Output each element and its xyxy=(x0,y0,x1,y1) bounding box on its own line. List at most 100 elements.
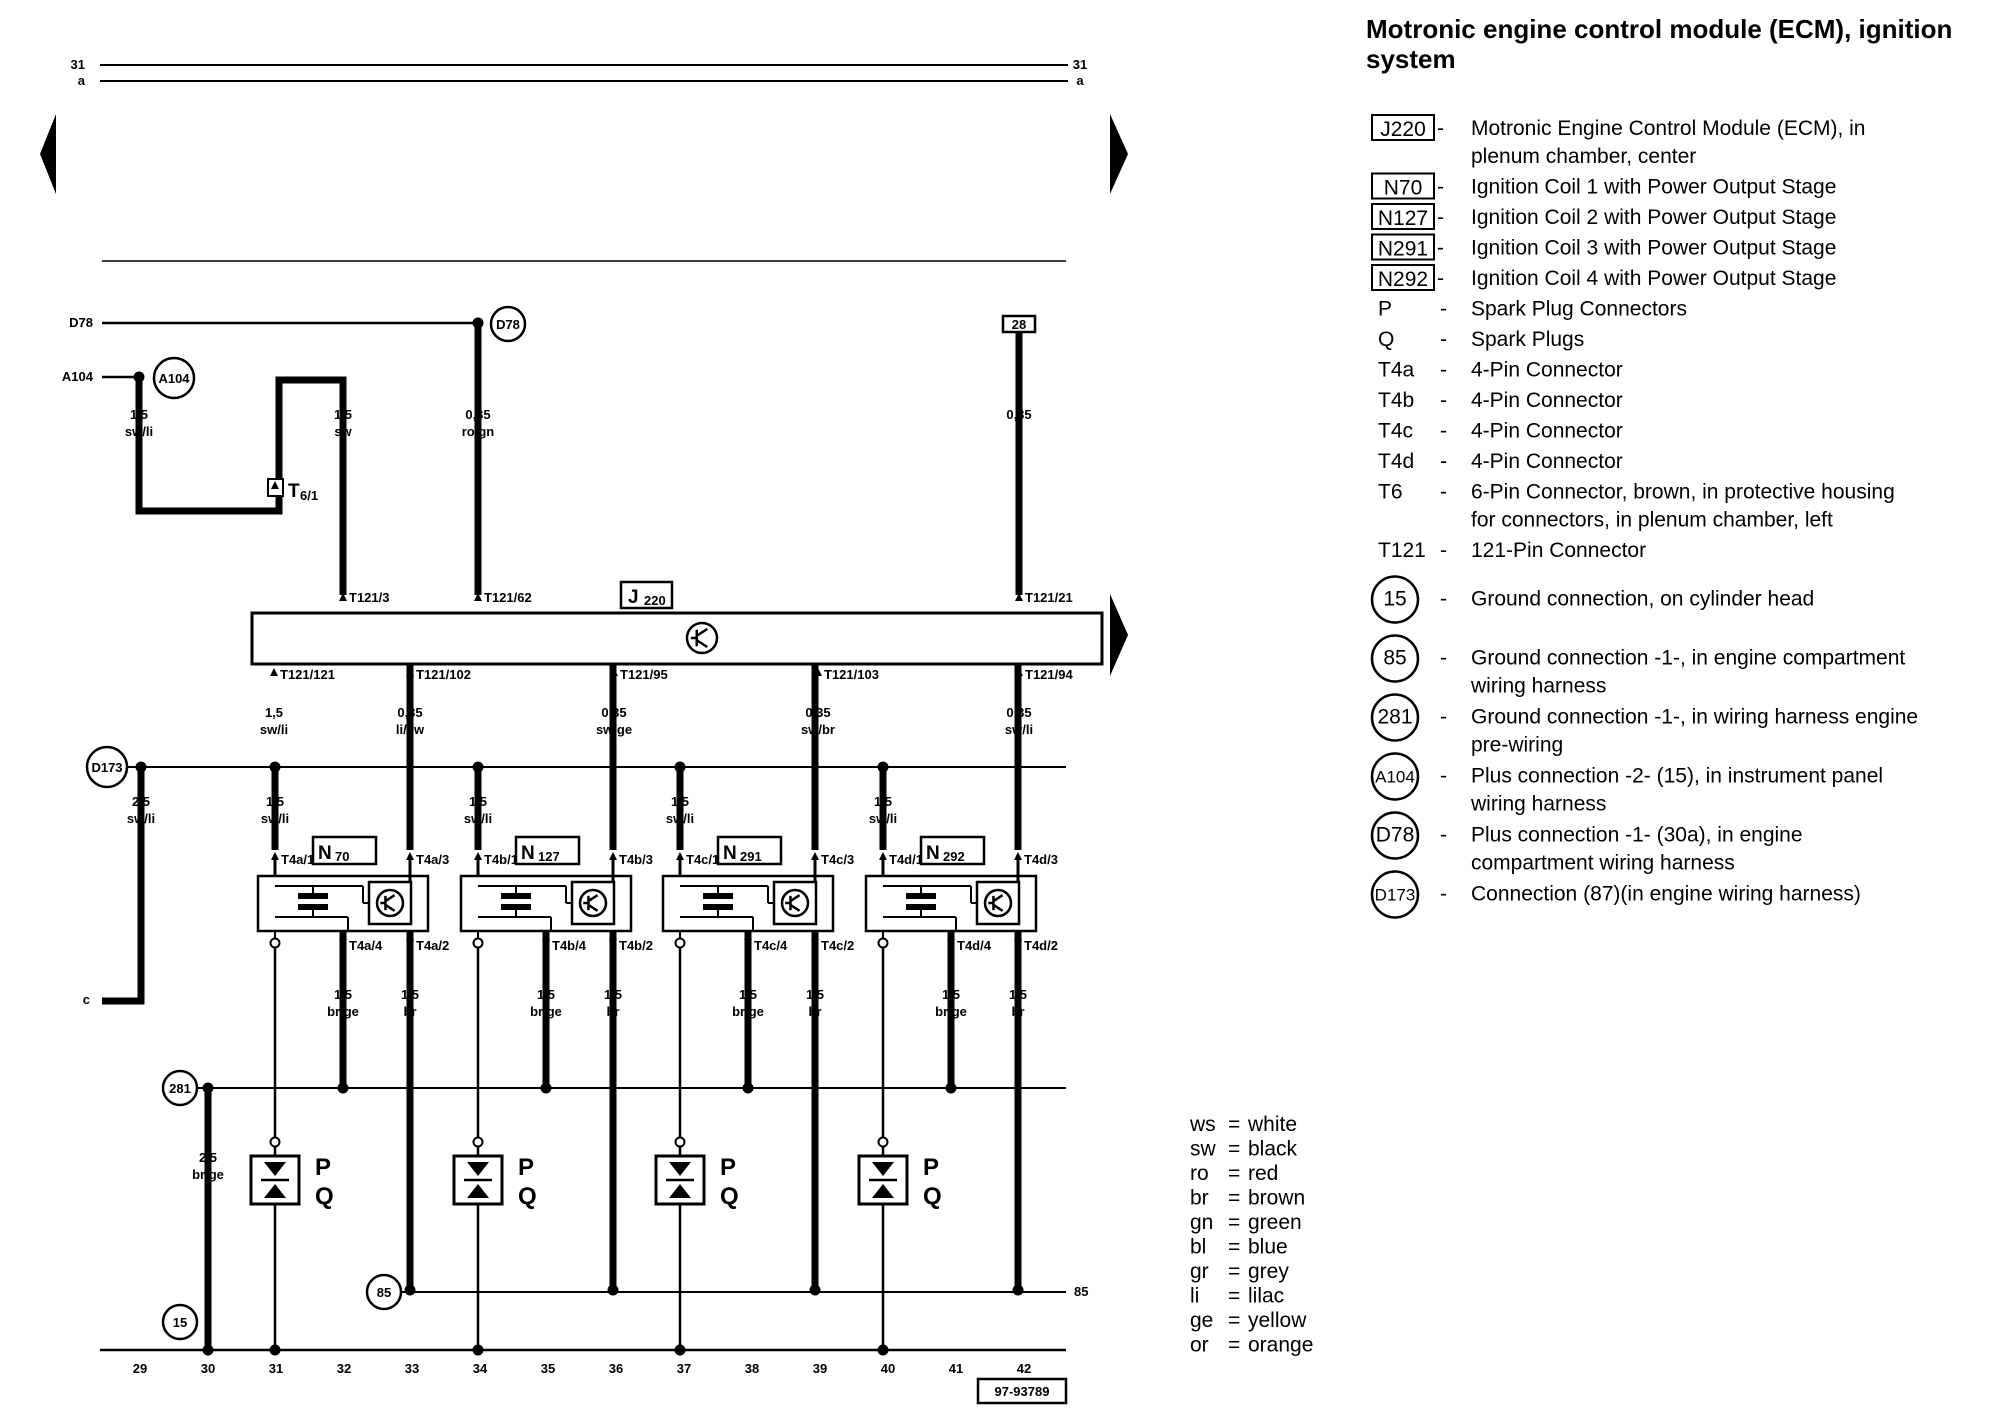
coil-pin-label: T4c/1 xyxy=(686,852,719,867)
wire-color: sw/li xyxy=(869,811,897,826)
wire-color: li xyxy=(1015,424,1022,439)
junction-ground-bus xyxy=(202,1344,214,1356)
wire-color: sw/li xyxy=(464,811,492,826)
ecm-label-sub: 220 xyxy=(644,593,666,608)
wire-size: 1,5 xyxy=(265,705,283,720)
legend-description: 4-Pin Connector xyxy=(1471,389,1623,412)
spark-plug-connector-label: P xyxy=(720,1154,736,1181)
legend-code-circle xyxy=(1370,752,1420,801)
coil-winding xyxy=(906,893,936,899)
spark-plug-connector-icon xyxy=(467,1162,489,1176)
legend-item: N127-Ignition Coil 2 with Power Output S… xyxy=(1371,203,1836,230)
coil-winding xyxy=(703,893,733,899)
legend-item: T4d-4-Pin Connector xyxy=(1378,450,1623,473)
transistor-icon xyxy=(375,888,405,918)
coil-pin-arrow-icon xyxy=(1014,932,1022,940)
color-key-eq: = xyxy=(1228,1236,1240,1259)
legend-item: N291- Ignition Coil 3 with Power Output S… xyxy=(1371,233,1836,261)
wire-color: br/ge xyxy=(192,1167,224,1182)
page-next-arrow-icon xyxy=(1110,114,1128,194)
wire-size: 1,5 xyxy=(739,987,757,1002)
coil-pin-label: T4b/3 xyxy=(619,852,653,867)
spark-plug-label: Q xyxy=(923,1183,942,1210)
t6-label: T xyxy=(288,481,300,502)
legend-dash: - xyxy=(1437,237,1444,260)
legend-dash: - xyxy=(1440,420,1447,443)
ecm-transistor-icon xyxy=(685,621,719,655)
wire-color: sw xyxy=(334,424,352,439)
color-key-abbr: br xyxy=(1190,1187,1209,1210)
transistor-icon xyxy=(983,888,1013,918)
legend-description: Ground connection, on cylinder head xyxy=(1471,588,1814,611)
marker-d78 xyxy=(489,305,527,343)
coil-hv-terminal xyxy=(472,937,484,949)
junction-85 xyxy=(809,1284,821,1296)
legend-description: Ignition Coil 3 with Power Output Stage xyxy=(1471,237,1836,260)
color-key-eq: = xyxy=(1228,1138,1240,1161)
legend-description: Ignition Coil 2 with Power Output Stage xyxy=(1471,206,1836,229)
legend-item: P-Spark Plug Connectors xyxy=(1378,298,1687,321)
wire-color: sw/li xyxy=(261,811,289,826)
legend-item: T4a-4-Pin Connector xyxy=(1378,359,1623,382)
legend-item: T121-121-Pin Connector xyxy=(1378,539,1646,562)
legend-code: 85 xyxy=(1383,647,1406,670)
legend-dash: - xyxy=(1440,328,1447,351)
legend-description: Ignition Coil 4 with Power Output Stage xyxy=(1471,267,1836,290)
legend-dash: - xyxy=(1440,765,1447,788)
legend-code: J220 xyxy=(1380,118,1426,141)
legend-item: 15-Ground connection, on cylinder head xyxy=(1370,575,1814,624)
wire-size: 1,5 xyxy=(334,407,352,422)
legend-item: J220-Motronic Engine Control Module (ECM… xyxy=(1371,114,1866,168)
legend-description: pre-wiring xyxy=(1471,734,1563,757)
track-number: 34 xyxy=(473,1361,488,1376)
ecm-label: J xyxy=(628,587,639,608)
track-number: 38 xyxy=(745,1361,759,1376)
legend-code: 281 xyxy=(1377,706,1412,729)
spark-plug-connector-label: P xyxy=(518,1154,534,1181)
coil-pin-label: T4d/4 xyxy=(957,938,992,953)
spark-plug-terminal xyxy=(269,1136,281,1148)
wire-size: 1,5 xyxy=(806,987,824,1002)
wire-size: 0,35 xyxy=(1006,407,1031,422)
track-number: 31 xyxy=(269,1361,283,1376)
legend-code-circle xyxy=(1370,811,1420,860)
coil-transistor-icon xyxy=(375,888,405,918)
diagram-id: 97-93789 xyxy=(995,1384,1050,1399)
ecm-pin-label: T121/62 xyxy=(484,590,532,605)
spark-plug-icon xyxy=(872,1184,894,1198)
color-key-name: orange xyxy=(1248,1334,1313,1357)
color-key-name: black xyxy=(1248,1138,1298,1161)
legend-dash: - xyxy=(1440,298,1447,321)
transistor-icon xyxy=(578,888,608,918)
legend-code: T6 xyxy=(1378,481,1403,504)
legend-item: T4b-4-Pin Connector xyxy=(1378,389,1623,412)
legend-code: N291 xyxy=(1378,238,1428,261)
legend-description: Ground connection -1-, in engine compart… xyxy=(1471,647,1905,670)
spark-plug-terminal xyxy=(877,1136,889,1148)
wire-color: br xyxy=(809,1004,822,1019)
t6-arrow-icon xyxy=(271,481,279,489)
transistor-emitter xyxy=(789,903,801,912)
legend-item: Q-Spark Plugs xyxy=(1378,328,1584,351)
wire-color: br xyxy=(1012,1004,1025,1019)
legend-code-box xyxy=(1371,114,1435,141)
diagram-id-box xyxy=(976,1377,1068,1405)
continue-arrow-icon xyxy=(1110,594,1128,676)
legend-dash: - xyxy=(1440,539,1447,562)
wire-d173-c xyxy=(102,767,145,1005)
wire-size: 1,5 xyxy=(1009,987,1027,1002)
source-d78: D78 xyxy=(69,315,93,330)
legend-code: Q xyxy=(1378,328,1394,351)
ecm-pin-label: T121/121 xyxy=(280,667,335,682)
legend-code-circle xyxy=(1370,870,1420,919)
color-key-abbr: gr xyxy=(1190,1260,1209,1283)
color-key-name: grey xyxy=(1248,1260,1289,1283)
coil-pin-arrow-icon xyxy=(811,932,819,940)
legend-code: T4a xyxy=(1378,359,1415,382)
bus-label-31-right: 31 xyxy=(1073,57,1087,72)
coil-pin-arrow-icon xyxy=(339,932,347,940)
bus-label-85: 85 xyxy=(1074,1284,1088,1299)
legend-item: 281-Ground connection -1-, in wiring har… xyxy=(1370,693,1918,757)
coil-pin-label: T4d/1 xyxy=(889,852,923,867)
